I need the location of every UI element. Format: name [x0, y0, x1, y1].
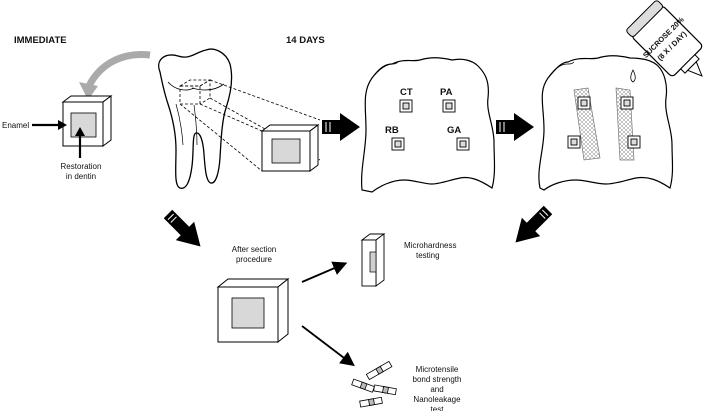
sucrose-specimens [567, 96, 641, 149]
microhardness-specimen [360, 233, 386, 287]
arrow-to-sucrose-appliance [496, 113, 534, 141]
group-label-ct: CT [400, 87, 413, 98]
microhardness-label-2: testing [416, 251, 440, 260]
microtensile-label-2: bond strength [413, 375, 462, 384]
sucrose-appliance [538, 55, 674, 191]
sucrose-dropper: SUCROSE 20% (8 X / DAY) [626, 0, 703, 77]
arrow-to-appliance [322, 113, 360, 141]
microtensile-label-1: Microtensile [416, 365, 459, 374]
days14-heading: 14 DAYS [286, 35, 325, 46]
restoration-label-2: in dentin [66, 172, 96, 181]
restoration-label-1: Restoration [61, 162, 102, 171]
group-label-ga: GA [447, 125, 461, 136]
after-section-label-1: After section [232, 245, 276, 254]
microtensile-label-4: Nanoleakage [413, 395, 461, 404]
immediate-specimen-cube [61, 95, 113, 147]
curved-arrow [79, 50, 151, 100]
large-specimen-cube [260, 124, 320, 172]
appliance-specimens [391, 99, 470, 151]
intraoral-appliance [360, 57, 496, 193]
arrow-tooth-to-section [163, 209, 201, 247]
sectioned-specimen-cube [216, 277, 290, 344]
microtensile-sticks [351, 360, 397, 408]
tooth-illustration [158, 48, 233, 189]
microhardness-label-1: Microhardness [404, 241, 456, 250]
microtensile-label-3: and [430, 385, 443, 394]
arrow-to-microhardness [301, 261, 348, 283]
arrow-to-microtensile [301, 325, 355, 367]
group-label-rb: RB [385, 125, 399, 136]
restoration-arrow [75, 127, 85, 158]
enamel-arrow [32, 120, 67, 130]
enamel-label: Enamel [2, 121, 29, 130]
after-section-label-2: procedure [236, 255, 273, 264]
group-label-pa: PA [440, 87, 453, 98]
arrow-appliance-to-testing [515, 205, 553, 243]
immediate-heading: IMMEDIATE [14, 35, 67, 46]
microtensile-label-5: test [431, 405, 445, 411]
sucrose-drop [630, 69, 636, 83]
